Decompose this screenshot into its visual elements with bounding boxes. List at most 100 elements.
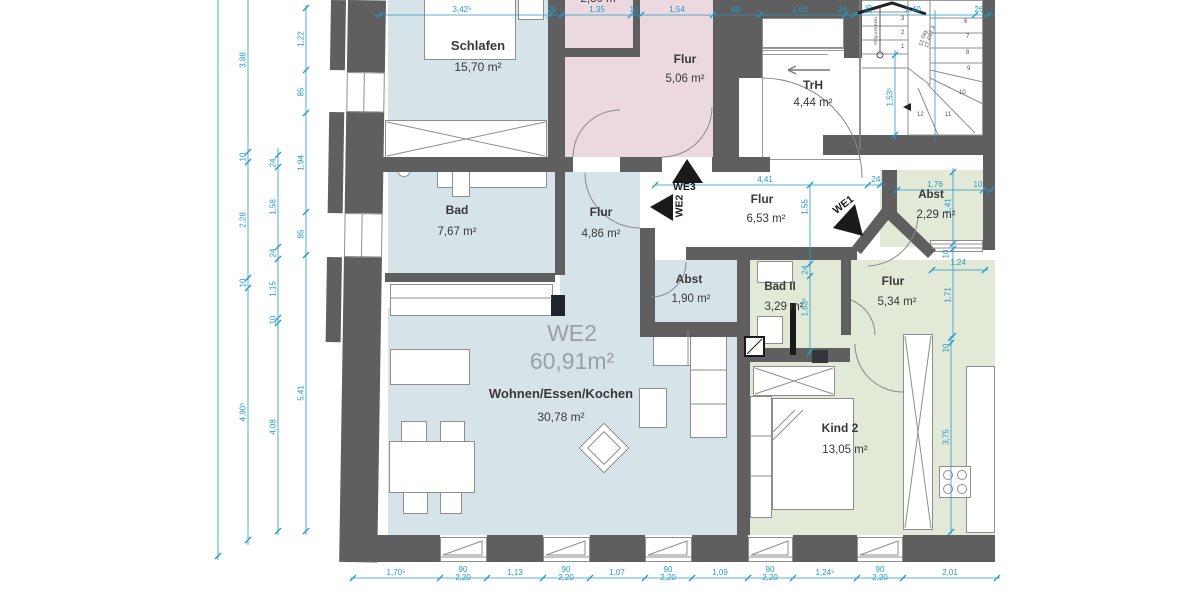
wall (548, 48, 640, 57)
room-label-flur653: Flur (750, 192, 774, 206)
dim-bottom: 1,24⁵ (815, 568, 835, 577)
stair-side-note: 5Stg.x16,6cm (872, 17, 878, 45)
unit-area-we2: 60,91m² (529, 348, 615, 374)
sofa-vertical (690, 332, 727, 438)
dim-left: 1,22 (296, 31, 306, 47)
dim-left: 24 (268, 158, 278, 168)
bed-schlafen (424, 0, 516, 60)
wall (620, 157, 662, 172)
dim-flur534-depth: 1,71 (943, 287, 953, 303)
window-left-1 (346, 71, 385, 113)
dim-left: 10 (238, 278, 248, 288)
bad2-sink (757, 261, 793, 283)
stair-step-number: 2 (901, 30, 905, 36)
wall (712, 157, 770, 172)
stair-step-number: 12 (917, 112, 924, 118)
dim-kitchen-10: 10 (941, 343, 951, 353)
dim-left: 2,28 (238, 212, 248, 228)
room-label-flur506: Flur (673, 52, 697, 66)
dim-left: 24 (268, 248, 278, 258)
room-area-flur534: 5,34 m² (877, 296, 917, 308)
dim-stair-26: 26 (864, 4, 874, 14)
dim-top: 3,42⁵ (452, 5, 472, 14)
room-area-flur506: 5,06 m² (665, 73, 705, 85)
wall (640, 322, 750, 337)
dim-stair-depth: 1,53⁵ (885, 87, 895, 107)
wall (487, 535, 543, 562)
room-abst-190 (655, 260, 737, 322)
kitchen-counter-right (966, 366, 995, 533)
wall (762, 0, 862, 18)
wall (737, 0, 762, 60)
window-bottom-1 (440, 537, 487, 562)
coffee-table (639, 388, 667, 428)
room-label-trh: TrH (802, 78, 824, 92)
dim-bottom: 1,13 (507, 568, 523, 577)
room-label-flur486: Flur (589, 205, 613, 219)
room-label-wohnen: Wohnen/Essen/Kochen (488, 386, 634, 401)
room-area-abst229: 2,29 m² (916, 209, 956, 221)
window-bottom-3 (645, 537, 692, 562)
dim-abst229-width: 1,76 (927, 180, 943, 189)
window-bottom-5 (857, 537, 903, 562)
dim-left: 1,58 (268, 199, 278, 215)
wall (633, 0, 640, 50)
dim-top: 85⁵ (730, 5, 744, 14)
dim-bottom: 1,70⁵ (386, 568, 406, 577)
dim-abst229-w10: 10 (973, 180, 983, 189)
stove (939, 466, 971, 498)
wall (841, 260, 851, 335)
dim-top: 1,35 (589, 5, 605, 14)
room-label-kind2: Kind 2 (821, 421, 859, 435)
window-bottom-4 (748, 537, 793, 562)
wall (548, 0, 565, 172)
dining-chair-2 (440, 421, 465, 443)
wall (640, 228, 655, 322)
room-label-bad2: Bad II (764, 281, 796, 293)
dim-left: 10 (268, 315, 278, 325)
wardrobe-kind2 (753, 366, 835, 396)
dining-table (389, 441, 475, 493)
entrance-label-we2: WE2 (673, 194, 686, 218)
dim-left: 4,90⁵ (238, 402, 248, 422)
dim-bottom: 1,07 (609, 568, 625, 577)
wall (737, 58, 762, 78)
dim-bottom: 2,01 (942, 568, 958, 577)
room-area-bad: 7,67 m² (437, 226, 477, 238)
dining-chair-4 (440, 492, 462, 514)
stair-step-number: 3 (901, 16, 905, 22)
dining-chair-1 (401, 421, 427, 443)
wall (882, 170, 897, 212)
nightstand (518, 0, 544, 20)
room-area-kind2: 13,05 m² (822, 444, 868, 456)
wall (737, 348, 850, 362)
wall (686, 247, 857, 260)
wall (640, 247, 655, 260)
wall (350, 157, 573, 172)
stair-step-number: 11 (945, 112, 952, 118)
wall (713, 0, 739, 172)
room-flur-506-l (565, 57, 633, 157)
dim-left: 10 (238, 152, 248, 162)
dim-abst229-d10: 10 (941, 249, 951, 259)
stair-step-number: 10 (959, 90, 966, 96)
wall (385, 273, 555, 282)
wardrobe-schlafen (385, 120, 547, 158)
dim-hall-d24: 24 (800, 265, 810, 275)
room-label-bad: Bad (445, 203, 469, 217)
dim-left: 85 (296, 229, 306, 239)
room-area-wohnen: 30,78 m² (537, 410, 585, 424)
room-label-schlafen: Schlafen (450, 38, 506, 53)
stair-step-number: 9 (967, 66, 971, 72)
kitchen-counter-end (551, 295, 565, 316)
stair-step-number: 6 (964, 19, 968, 25)
room-area-abst230: 2,30 m² (581, 0, 620, 5)
dim-bad2-depth: 1,63⁵ (800, 297, 810, 317)
dim-top: 1,63 (792, 5, 808, 14)
room-area-flur486: 4,86 m² (581, 228, 621, 240)
unit-label-we2: WE2 (547, 320, 597, 346)
wall (844, 0, 862, 58)
